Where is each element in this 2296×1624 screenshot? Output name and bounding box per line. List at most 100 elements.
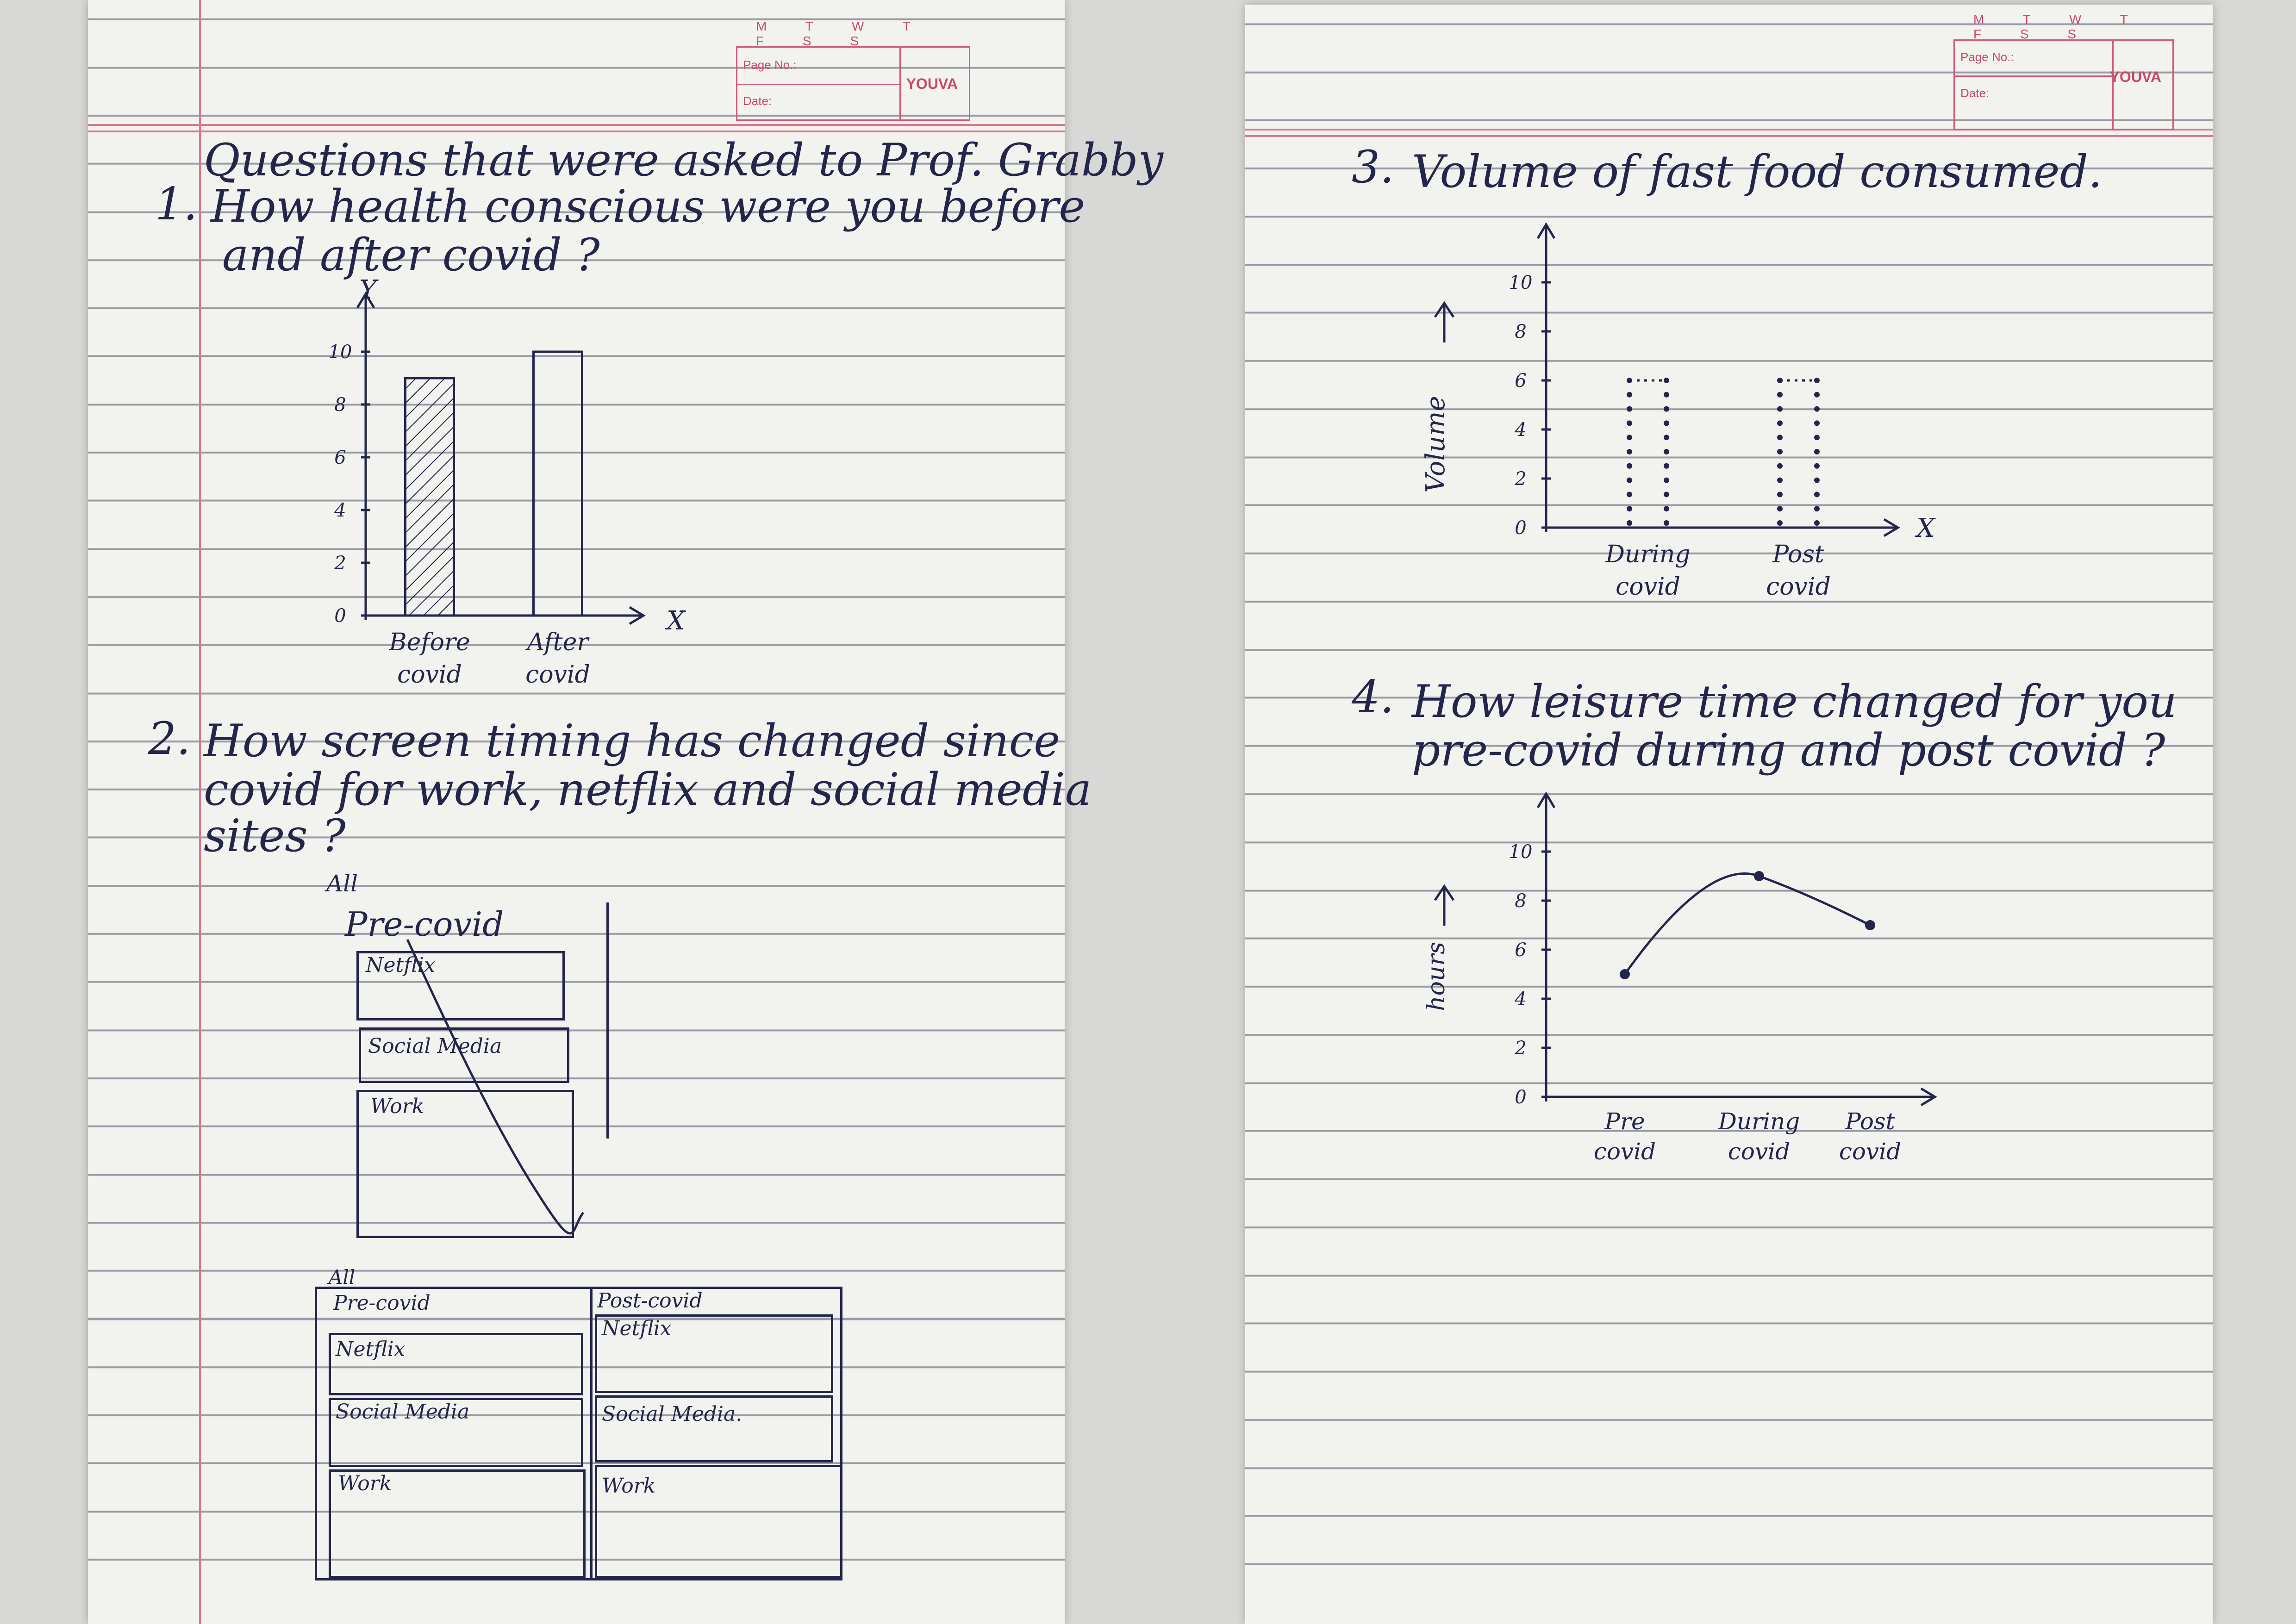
- bar-dot-left: [1627, 506, 1632, 512]
- y-tick-label: 10: [1509, 841, 1533, 863]
- bar-dot-right: [1664, 506, 1669, 512]
- wireframe2-col2-netflix-box: [595, 1314, 833, 1393]
- margin-line-horizontal: [88, 124, 1065, 126]
- y-axis-label: hours: [1423, 942, 1450, 1011]
- wireframe2-col1-social-label: Social Media: [336, 1400, 470, 1424]
- x-category-label: covid: [1728, 1138, 1790, 1165]
- bar-before-covid: [404, 377, 455, 617]
- y-tick-label: 2: [1514, 1038, 1526, 1059]
- wireframe2-col1-social-box: [329, 1398, 583, 1467]
- y-tick-label: 4: [1514, 989, 1526, 1010]
- bar-dot-right: [1814, 463, 1820, 469]
- bar-dot-left: [1777, 435, 1783, 441]
- bar-dot-right: [1664, 378, 1669, 383]
- y-axis-arrow: [1536, 222, 1556, 239]
- wireframe1-netflix-box: [356, 951, 565, 1020]
- x-category-label: covid: [1766, 573, 1831, 601]
- wireframe1-work-box: [356, 1090, 574, 1238]
- q4-line2: pre-covid during and post covid ?: [1412, 724, 2165, 776]
- margin-line-vertical: [199, 0, 201, 1624]
- y-axis-label: Y: [360, 275, 379, 305]
- y-tick-label: 8: [1515, 890, 1526, 912]
- y-tick-label: 10: [329, 342, 352, 363]
- q1-number: 1.: [155, 178, 198, 230]
- q1-line1: How health conscious were you before: [211, 180, 1086, 232]
- wireframe2-column-divider: [590, 1287, 593, 1578]
- x-category-label: Pre: [1604, 1108, 1645, 1135]
- bar-dot-left: [1777, 420, 1783, 426]
- x-category-label: covid: [1616, 573, 1680, 601]
- bar-dot-left: [1627, 520, 1632, 526]
- bar-dot-right: [1814, 492, 1820, 498]
- q2-line3: sites ?: [204, 810, 346, 862]
- date-label: Date:: [1960, 86, 1990, 100]
- q2-line1: How screen timing has changed since: [204, 715, 1061, 767]
- leisure-line: [1623, 872, 1871, 975]
- wireframe2-col1-netflix-label: Netflix: [336, 1338, 406, 1361]
- x-axis-label: X: [1915, 513, 1936, 543]
- q3-line1: Volume of fast food consumed.: [1412, 146, 2103, 198]
- bar-dot-right: [1814, 506, 1820, 512]
- bar-dot-left: [1777, 406, 1783, 412]
- q1-line2: and after covid ?: [222, 229, 600, 281]
- wireframe2-col1-netflix-box: [329, 1333, 583, 1395]
- bar-dot-right: [1664, 520, 1669, 526]
- x-category-label: Before: [388, 628, 470, 656]
- wireframe1-divider: [606, 902, 609, 1139]
- y-tick-label: 6: [334, 447, 346, 468]
- x-axis-arrow: [1920, 1087, 1937, 1107]
- y-tick-label: 0: [334, 605, 346, 627]
- bar-dot-right: [1814, 406, 1820, 412]
- data-point-2: [1754, 871, 1764, 881]
- bar-dot-right: [1664, 435, 1669, 441]
- wireframe2-col2-netflix-label: Netflix: [602, 1317, 672, 1340]
- wireframe2-outer-box: [315, 1287, 842, 1580]
- y-label-arrow: [1434, 884, 1455, 926]
- bar-dot-left: [1777, 392, 1783, 398]
- wireframe1-group-label: Pre-covid: [345, 905, 504, 944]
- wireframe1-all-label: All: [326, 870, 358, 897]
- x-axis-arrow: [1883, 518, 1900, 537]
- y-tick-label: 0: [1515, 1087, 1526, 1108]
- y-tick-label: 8: [334, 394, 346, 416]
- x-category-label: covid: [525, 661, 590, 689]
- bar-dot-left: [1777, 520, 1783, 526]
- bar-dot-left: [1627, 420, 1632, 426]
- bar-dot-left: [1627, 492, 1632, 498]
- q2-number: 2.: [148, 713, 191, 765]
- x-category-label: After: [525, 628, 590, 656]
- x-category-label: Post: [1845, 1108, 1895, 1135]
- wireframe1-work-label: Work: [370, 1095, 424, 1118]
- y-axis-label: Volume: [1421, 396, 1451, 492]
- q3-number: 3.: [1352, 141, 1394, 193]
- y-tick-label: 0: [1515, 517, 1526, 539]
- bar-dot-right: [1664, 420, 1669, 426]
- bar-dot-left: [1777, 492, 1783, 498]
- y-label-arrow: [1434, 301, 1455, 342]
- brand-logo: YOUVA: [906, 75, 958, 92]
- wireframe2-col2-work-box: [595, 1465, 842, 1578]
- margin-line-horizontal-2: [88, 131, 1065, 132]
- x-category-label: covid: [397, 661, 462, 689]
- bar-dot-left: [1627, 477, 1632, 483]
- x-category-label: During: [1718, 1108, 1800, 1135]
- x-axis-label: X: [665, 606, 686, 636]
- bar-dot-left: [1777, 477, 1783, 483]
- bar-dot-right: [1814, 435, 1820, 441]
- wireframe1-social-label: Social Media: [368, 1034, 502, 1058]
- bar-after-covid: [532, 350, 583, 617]
- q2-line2: covid for work, netflix and social media: [204, 764, 1092, 815]
- page-number-box: M T W T F S S Page No.: Date: YOUVA: [1953, 12, 2174, 130]
- wireframe2-all-label: All: [329, 1266, 356, 1288]
- x-category-label: During: [1605, 541, 1690, 568]
- bar-dot-left: [1627, 463, 1632, 469]
- wireframe1-strike-line: [406, 939, 585, 1235]
- page-no-label: Page No.:: [1960, 50, 2014, 64]
- bar-dot-left: [1777, 506, 1783, 512]
- x-axis-arrow: [629, 606, 646, 625]
- x-category-label: Post: [1772, 541, 1824, 568]
- page-heading: Questions that were asked to Prof. Grabb…: [204, 134, 1163, 186]
